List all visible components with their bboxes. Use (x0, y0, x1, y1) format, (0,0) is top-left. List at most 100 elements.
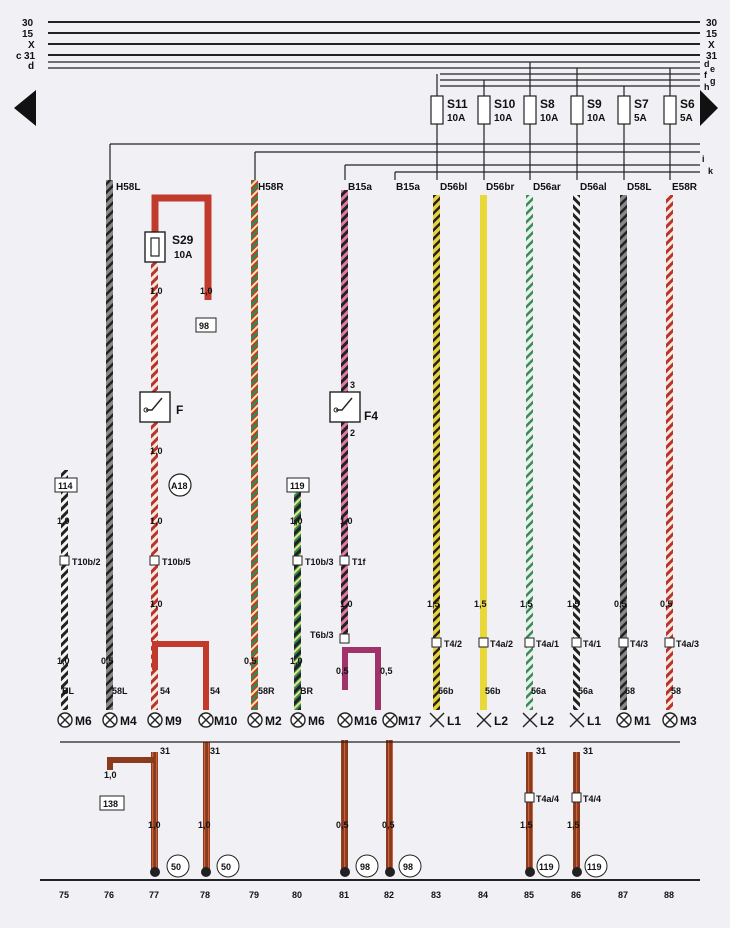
diagram-label: 1,5 (520, 820, 533, 830)
bus-label-right-i: i (702, 154, 705, 164)
diagram-label: T10b/5 (162, 557, 191, 567)
switch-f: F (139, 391, 183, 423)
diagram-label: 98 (403, 862, 413, 872)
diagram-label: T4/2 (444, 639, 462, 649)
lamp-icon (147, 712, 163, 728)
diagram-label: 81 (339, 890, 349, 900)
wire-col-84 (480, 195, 487, 710)
lamp-icon (198, 712, 214, 728)
diagram-label: T6b/3 (310, 630, 334, 640)
diagram-label: M17 (398, 714, 422, 728)
diagram-label: M3 (680, 714, 697, 728)
fuse-s8-id: S8 (540, 97, 555, 111)
diagram-label: L1 (587, 714, 601, 728)
diagram-label: 58 (625, 686, 635, 696)
diagram-label: 1,5 (567, 820, 580, 830)
wire-col-85 (526, 195, 533, 710)
diagram-label: 98 (360, 862, 370, 872)
previous-page-arrow-icon[interactable] (14, 90, 36, 126)
bus-label-right-31: 31 (706, 51, 718, 62)
fuse-s29-id: S29 (172, 233, 194, 247)
wire-ground-86 (573, 752, 580, 870)
diagram-label: 75 (59, 890, 69, 900)
wire-label-d56ar: D56ar (533, 182, 561, 193)
next-page-arrow-icon[interactable] (700, 90, 718, 126)
diagram-label: 79 (249, 890, 259, 900)
bus-label-left-15: 15 (22, 29, 34, 40)
switch-f4-pin-bottom: 2 (350, 428, 355, 438)
wire-col-83 (433, 195, 440, 710)
bus-label-right-f: f (704, 70, 708, 80)
wire-label-h58l: H58L (116, 182, 140, 193)
bus-label-left-30: 30 (22, 18, 34, 29)
diagram-label: 1,0 (290, 516, 303, 526)
bus-taps (109, 144, 396, 180)
switch-f4-pin-top: 3 (350, 380, 355, 390)
diagram-label: T1f (352, 557, 367, 567)
diagram-label: T4a/3 (676, 639, 699, 649)
lamp-icon (569, 712, 585, 728)
diagram-label: 1,0 (200, 286, 213, 296)
diagram-label: T4a/4 (536, 794, 559, 804)
bus-label-right-e: e (710, 64, 715, 74)
wire-col-76 (106, 180, 113, 710)
bus-label-right-15: 15 (706, 29, 718, 40)
ref-box-119: 119 (290, 481, 305, 491)
lamp-icon (476, 712, 492, 728)
bus-label-right-h: h (704, 82, 710, 92)
diagram-label: 78 (200, 890, 210, 900)
diagram-label: M9 (165, 714, 182, 728)
diagram-label: 50 (221, 862, 231, 872)
fuse-s6-body (663, 95, 677, 125)
diagram-label: M10 (214, 714, 238, 728)
diagram-label: 1,0 (148, 820, 161, 830)
wire-s29-loop (151, 194, 212, 300)
diagram-label: BR (300, 686, 313, 696)
diagram-label: 54 (160, 686, 170, 696)
bus-label-right-d: d (704, 59, 710, 69)
diagram-label: 82 (384, 890, 394, 900)
bus-label-right-x: X (708, 40, 715, 51)
diagram-label: 1,0 (150, 286, 163, 296)
diagram-label: T10b/3 (305, 557, 334, 567)
diagram-label: 31 (536, 746, 546, 756)
switch-f4-label: F4 (364, 409, 378, 423)
lamp-icon (247, 712, 263, 728)
lamp-icon (102, 712, 118, 728)
wire-ground-138 (107, 757, 154, 770)
lamp-labels: M6 M4 M9 M10 M2 M6 M16 M17 L1 L2 L2 L1 M… (75, 714, 697, 728)
diagram-label: 119 (587, 862, 602, 872)
diagram-label: L2 (540, 714, 554, 728)
diagram-label: 0,5 (614, 599, 627, 609)
diagram-label: 77 (149, 890, 159, 900)
wire-label-d56bl: D56bl (440, 182, 467, 193)
bus-labels-right: 30 15 X 31 d e f g h i k (702, 18, 718, 176)
diagram-label: 58R (258, 686, 275, 696)
ref-circle-a18-label: A18 (171, 481, 188, 491)
diagram-label: T4/1 (583, 639, 601, 649)
fuse-s11-id: S11 (447, 97, 468, 111)
diagram-label: 1,0 (198, 820, 211, 830)
bus-label-left-x: X (28, 40, 35, 51)
wire-label-b15a-2: B15a (396, 182, 420, 193)
diagram-label: 76 (104, 890, 114, 900)
diagram-label: 31 (583, 746, 593, 756)
diagram-label: 56a (531, 686, 547, 696)
wire-col-79 (251, 180, 258, 710)
wire-label-d56al: D56al (580, 182, 607, 193)
ref-boxes: 98 114 119 138 (54, 317, 310, 811)
wire-ground-82 (386, 740, 393, 870)
diagram-label: T4a/2 (490, 639, 513, 649)
diagram-label: T4/4 (583, 794, 601, 804)
diagram-label: 56b (485, 686, 501, 696)
wire-label-d58l: D58L (627, 182, 651, 193)
switch-f4: F4 3 2 (329, 380, 378, 438)
diagram-label: 1,0 (340, 599, 353, 609)
ref-box-98: 98 (199, 321, 209, 331)
wire-col-75 (61, 470, 68, 710)
diagram-label: 1,5 (520, 599, 533, 609)
bus-label-left-31: 31 (24, 51, 36, 62)
diagram-label: 0,5 (380, 666, 393, 676)
